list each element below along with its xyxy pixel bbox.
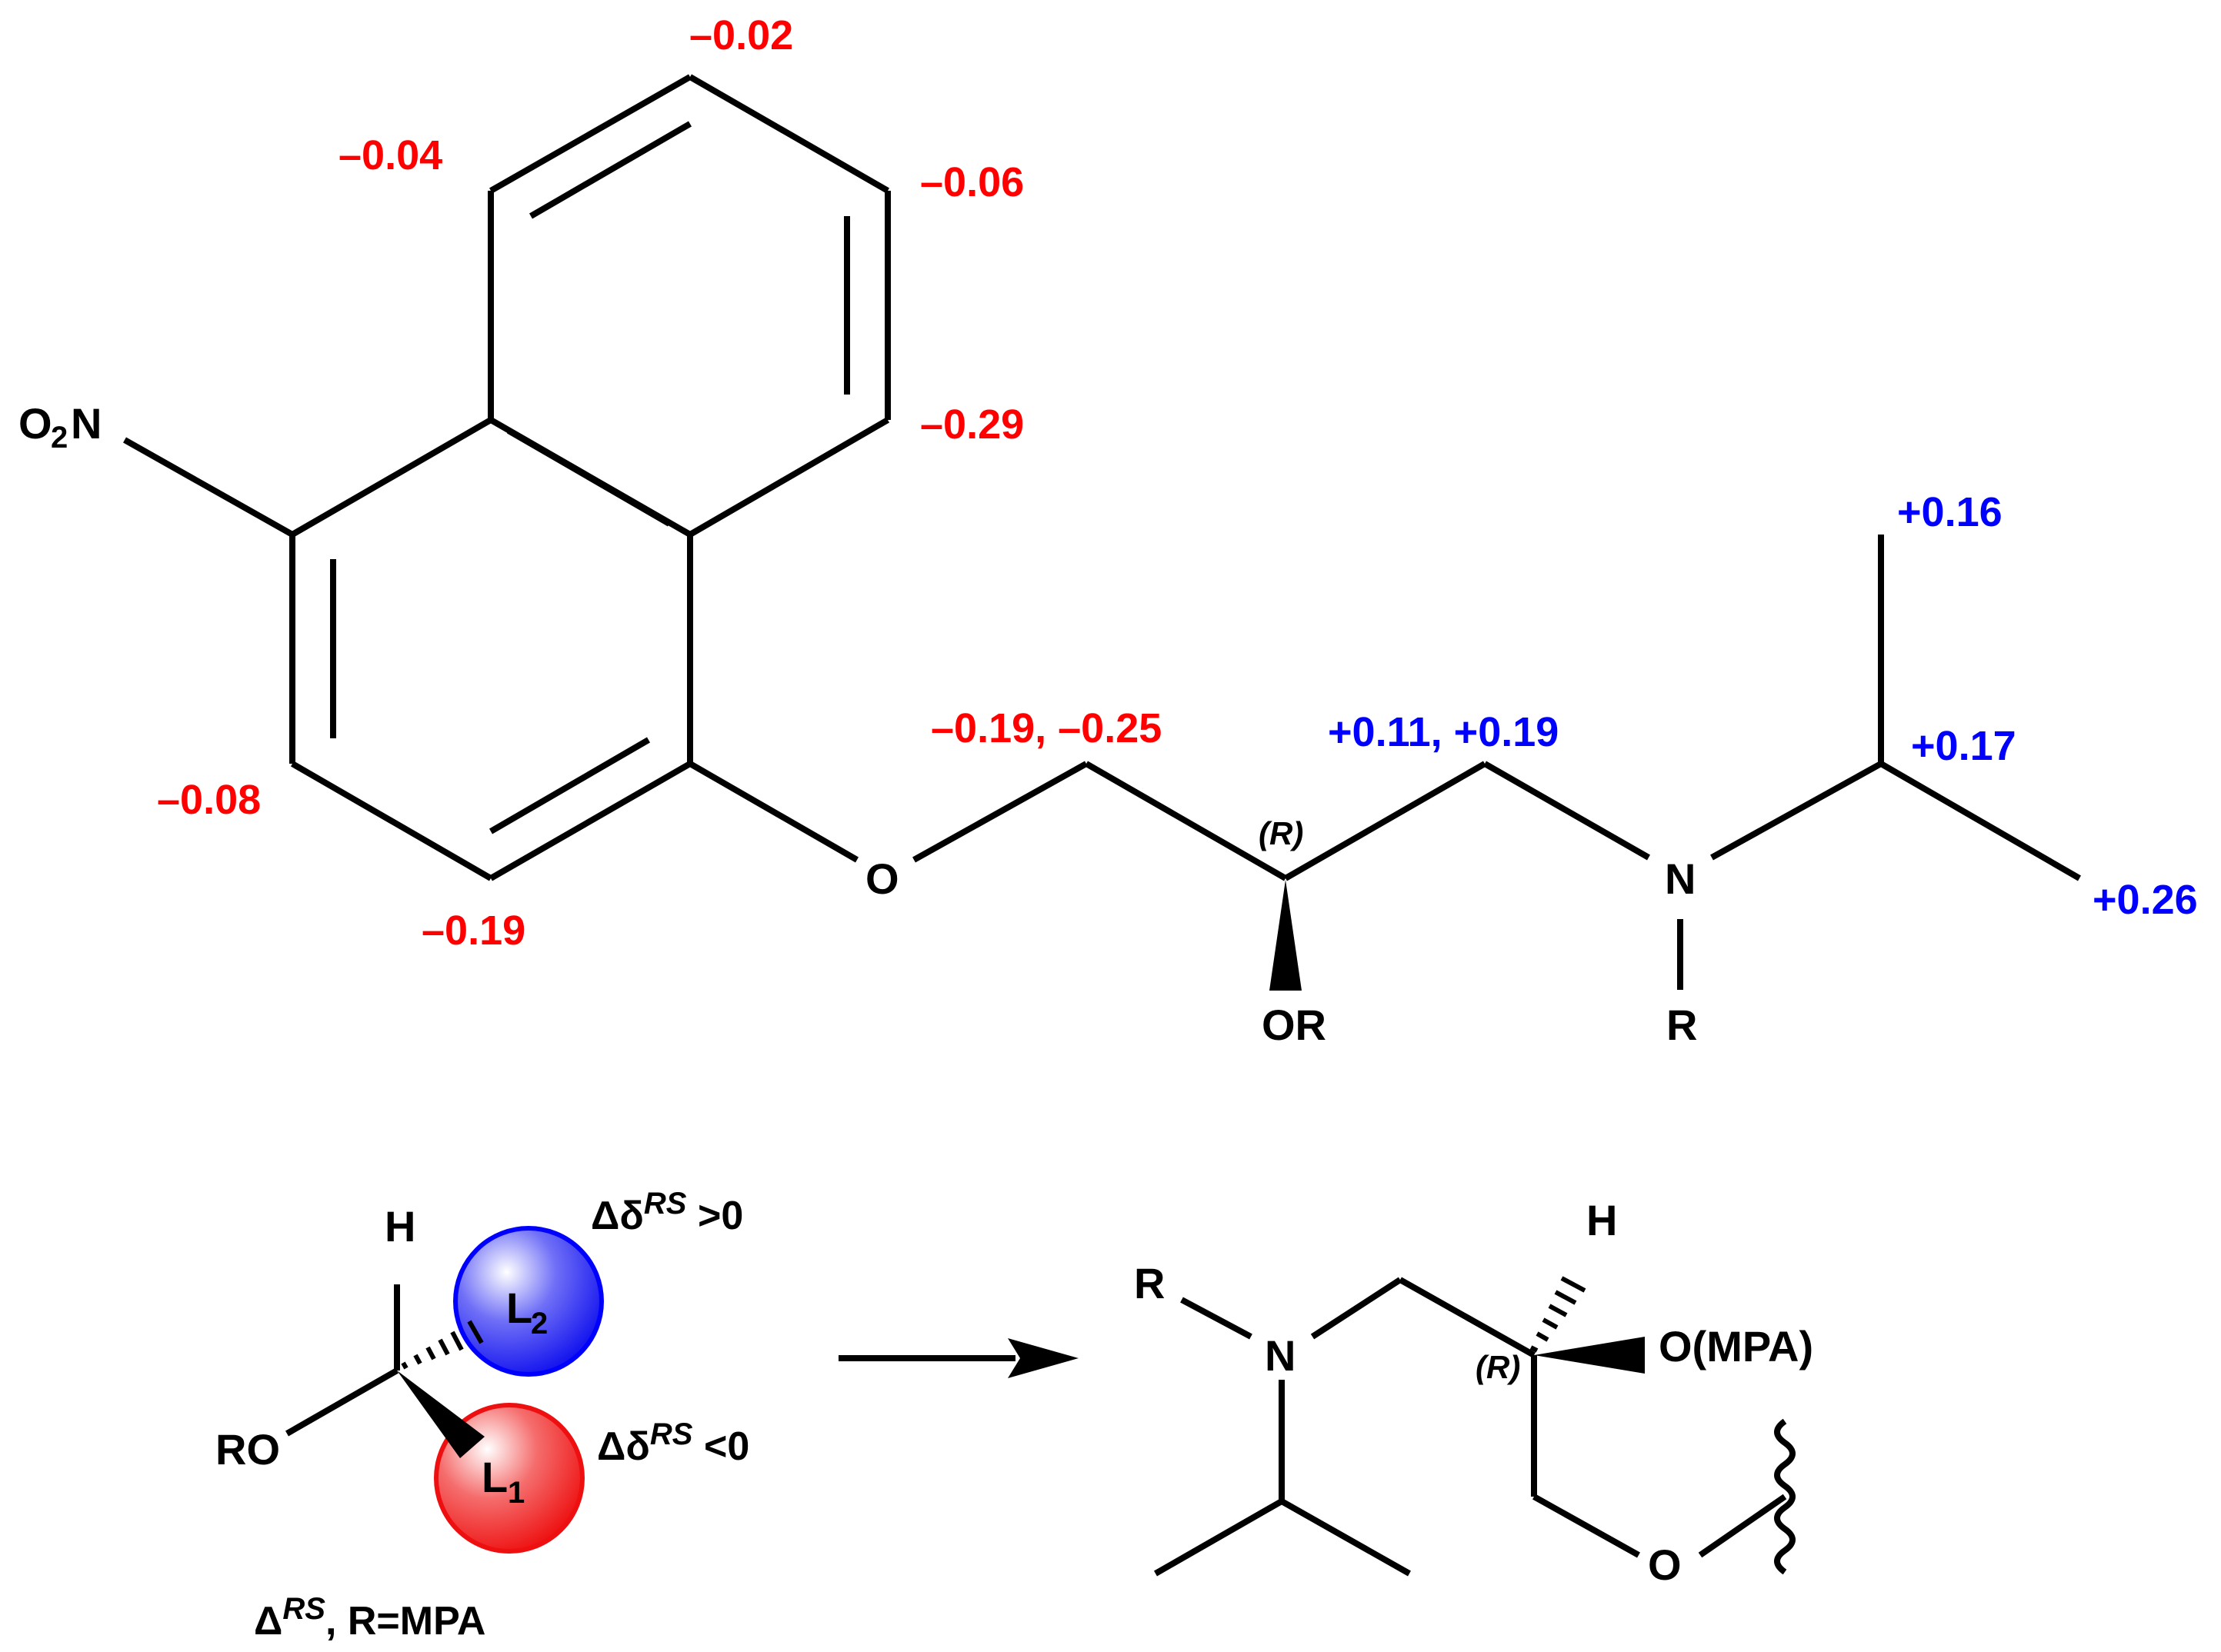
wedge-bond-ompa (1534, 1337, 1645, 1374)
wavy-bond (1774, 1418, 1796, 1575)
nitro-subscript: 2 (51, 421, 68, 455)
shift-h-right: –0.29 (920, 401, 1024, 448)
model-caption: ΔRS, R=MPA (254, 1592, 485, 1644)
shift-ch-iso: +0.17 (1911, 723, 2016, 769)
top-structure: O 2 N O (R) OR N R –0.02 –0.04 –0.06 –0.… (18, 12, 2198, 1049)
l2-sphere (453, 1226, 604, 1377)
shift-h-left: –0.08 (157, 777, 261, 823)
l2-subscript: 2 (531, 1307, 548, 1341)
product-r-label: R (1134, 1259, 1165, 1307)
hashed-bond-l2 (401, 1320, 484, 1370)
side-chain (689, 535, 2082, 991)
shift-ch3-right: +0.26 (2093, 877, 2198, 923)
model-h-label: H (385, 1202, 415, 1251)
delta-positive-label: ΔδRS >0 (591, 1187, 743, 1238)
shift-h-top-right: –0.06 (920, 159, 1024, 205)
delta-negative-label: ΔδRS <0 (597, 1417, 749, 1469)
l1-label: L (482, 1453, 508, 1501)
shift-h-bottom: –0.19 (422, 908, 525, 954)
shift-h-top: –0.02 (689, 12, 793, 58)
amine-r-label: R (1666, 1001, 1697, 1049)
amine-n-label: N (1665, 854, 1696, 903)
l1-subscript: 1 (508, 1476, 525, 1510)
shift-ch2-o: –0.19, –0.25 (931, 705, 1162, 751)
stereo-label-top: (R) (1259, 815, 1303, 851)
shift-h-top-left: –0.04 (338, 132, 442, 178)
product-stereo-label: (R) (1476, 1349, 1520, 1385)
product-o-label: O (1648, 1540, 1682, 1589)
naphthalene-upper-ring (488, 74, 891, 538)
product-h-label: H (1586, 1196, 1617, 1244)
wedge-bond (1269, 880, 1302, 991)
product-structure: R N H (R) O(MPA) O (1134, 1196, 1813, 1589)
product-ompa-label: O(MPA) (1659, 1322, 1813, 1371)
or-label: OR (1262, 1001, 1326, 1049)
reaction-arrow (839, 1338, 1079, 1378)
naphthalene-lower-ring (289, 417, 693, 881)
wedge-bond-l1 (397, 1371, 485, 1458)
hashed-bond-h (1529, 1276, 1586, 1353)
conformational-model: H RO L 2 L 1 ΔδRS >0 ΔδRS <0 ΔRS, R=MPA (215, 1187, 749, 1644)
l2-label: L (506, 1284, 532, 1332)
shift-ch2-n: +0.11, +0.19 (1328, 709, 1559, 755)
nitro-o-label: O (18, 399, 52, 448)
product-n-label: N (1265, 1331, 1296, 1380)
nitro-n-label: N (71, 399, 102, 448)
shift-ch3-top: +0.16 (1897, 489, 2003, 535)
model-ro-label: RO (215, 1425, 280, 1474)
nitro-bond (123, 437, 294, 538)
ether-o-label: O (865, 854, 899, 903)
